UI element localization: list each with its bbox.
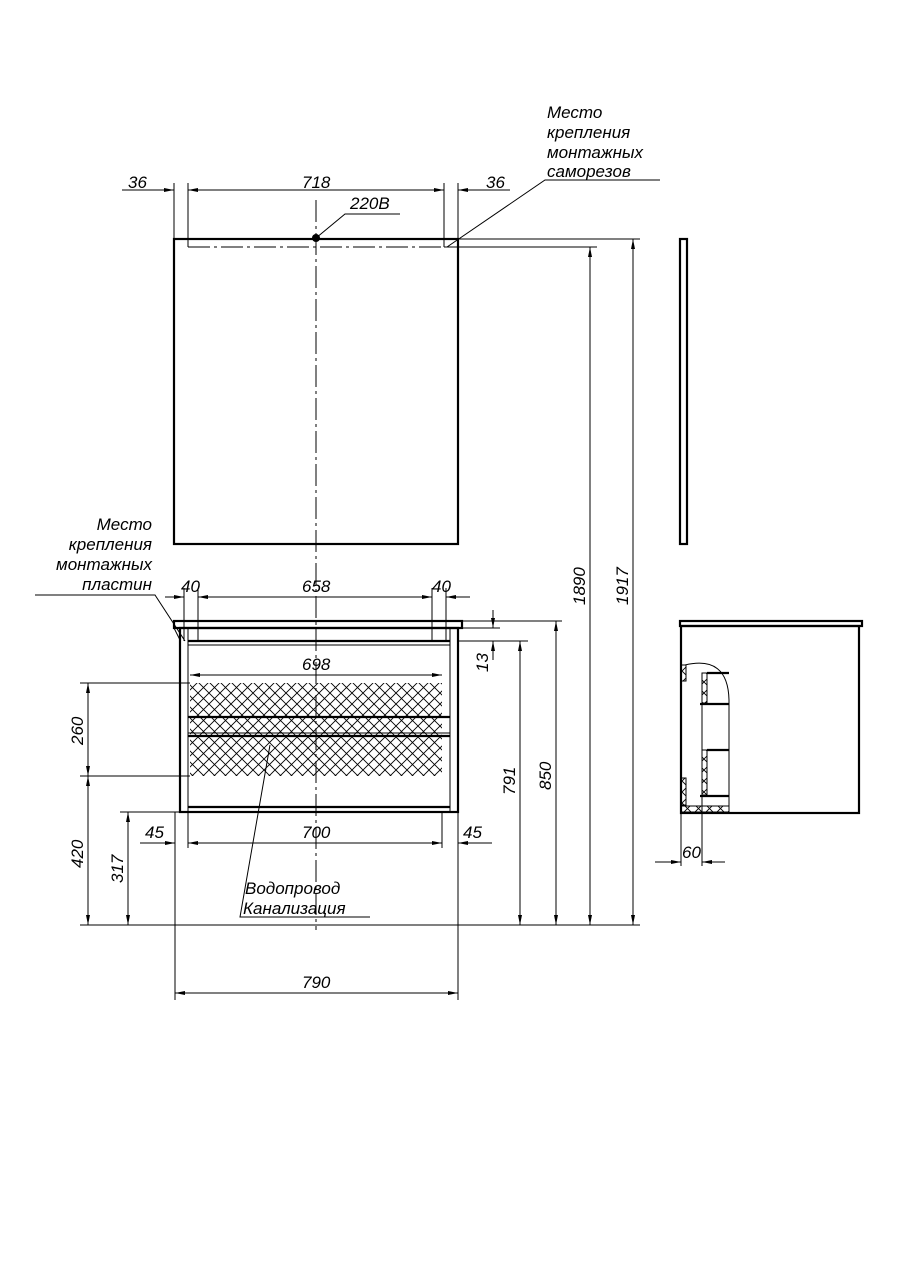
dim-1890: 1890 <box>570 567 589 605</box>
mirror-width-dims: 36 718 36 <box>122 173 510 247</box>
callout-line: саморезов <box>547 162 631 181</box>
dim-850: 850 <box>536 761 555 790</box>
dim-total-width: 790 <box>302 973 331 992</box>
callout-line: пластин <box>82 575 153 594</box>
dim-260: 260 <box>68 716 87 746</box>
dim-plate-right: 40 <box>432 577 451 596</box>
callout-line: крепления <box>69 535 152 554</box>
vanity-front-view <box>172 619 464 814</box>
mirror-front-view: 220В <box>172 194 460 930</box>
dim-mirror-left: 36 <box>128 173 147 192</box>
callout-line: монтажных <box>547 143 643 162</box>
drawer-fronts-hatch <box>190 683 442 776</box>
pipes-callout: Водопровод Канализация <box>239 744 370 918</box>
mirror-mount-callout: Место крепления монтажных саморезов <box>446 103 660 248</box>
power-label: 220В <box>349 194 390 213</box>
dim-13: 13 <box>473 653 492 672</box>
dim-420: 420 <box>68 839 87 868</box>
bottom-dims: 45 700 45 790 <box>140 812 492 1000</box>
callout-line: Место <box>547 103 602 122</box>
mirror-side-view <box>678 237 689 546</box>
dim-791: 791 <box>500 767 519 795</box>
dim-mirror-right: 36 <box>486 173 505 192</box>
dim-317: 317 <box>108 854 127 883</box>
dim-side-depth: 60 <box>682 843 701 862</box>
callout-line: крепления <box>547 123 630 142</box>
dim-1917: 1917 <box>613 567 632 605</box>
vanity-side-view: 60 <box>655 619 864 866</box>
plate-dims: 40 658 40 698 <box>165 577 470 677</box>
dim-drawer-width: 698 <box>302 655 331 674</box>
callout-line: Водопровод <box>245 879 340 898</box>
callout-line: монтажных <box>56 555 152 574</box>
dim-bottom-left: 45 <box>145 823 164 842</box>
dim-bottom-right: 45 <box>463 823 482 842</box>
dim-plate-left: 40 <box>181 577 200 596</box>
left-height-dims: 260 420 317 <box>68 682 190 926</box>
height-dims: 1890 1917 850 791 13 <box>175 238 640 926</box>
dim-bottom-mid: 700 <box>302 823 331 842</box>
callout-line: Канализация <box>243 899 346 918</box>
dim-plate-mid: 658 <box>302 577 331 596</box>
callout-line: Место <box>97 515 152 534</box>
dim-mirror-mid: 718 <box>302 173 331 192</box>
plate-mount-callout: Место крепления монтажных пластин <box>35 515 186 642</box>
